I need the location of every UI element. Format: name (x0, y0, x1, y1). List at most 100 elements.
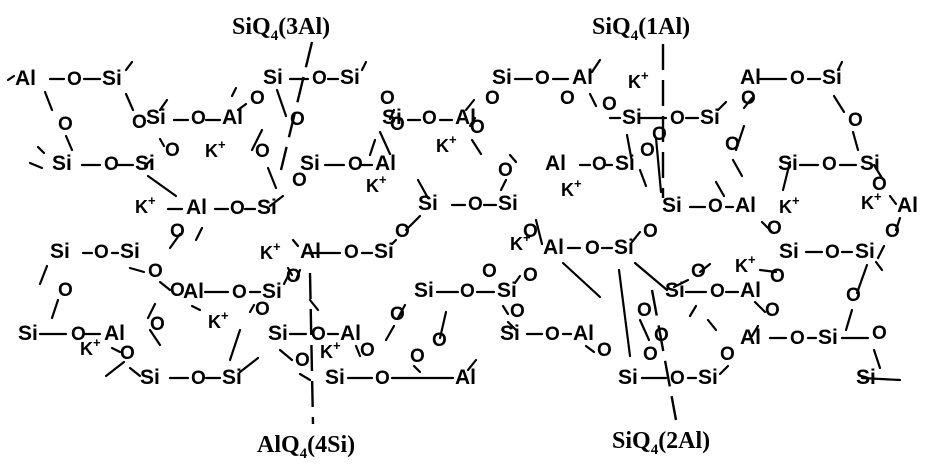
potassium-ion-label: K+ (260, 239, 281, 263)
bond-line (275, 88, 288, 118)
oxygen-atom-label: O (290, 109, 305, 130)
silicon-atom-label: Si (325, 366, 345, 389)
bond-line (360, 60, 368, 72)
silicon-atom-label: Si (618, 366, 638, 389)
bond-line (836, 60, 844, 72)
bond-line (291, 238, 300, 248)
bond-line (654, 136, 663, 194)
oxygen-atom-label: O (58, 280, 73, 301)
bond-line (128, 266, 146, 274)
oxygen-atom-label: O (710, 281, 725, 302)
bond-line (625, 133, 634, 164)
aluminium-atom-label: Al (15, 67, 36, 90)
bond-line (190, 304, 202, 312)
oxygen-atom-label: O (432, 330, 447, 351)
bond-line (506, 320, 518, 332)
silicon-atom-label: Si (500, 322, 520, 345)
oxygen-atom-label: O (468, 194, 483, 215)
callout-alq4-4si: AlQ4(4Si) (257, 432, 355, 462)
bond-line (638, 318, 651, 342)
oxygen-atom-label: O (725, 134, 740, 155)
oxygen-atom-label: O (191, 108, 206, 129)
oxygen-atom-label: O (170, 221, 185, 242)
silicon-atom-label: Si (856, 366, 876, 389)
oxygen-atom-label: O (640, 140, 655, 161)
bond-line (468, 116, 477, 128)
bond-line (143, 158, 153, 168)
bond-line (6, 74, 16, 82)
bond-line (561, 261, 602, 299)
bond-line (501, 304, 510, 316)
bond-line (368, 138, 377, 157)
oxygen-atom-label: O (312, 68, 327, 89)
bond-line (124, 92, 135, 112)
oxygen-atom-label: O (523, 265, 538, 286)
oxygen-atom-label: O (148, 261, 163, 282)
bond-line (750, 324, 760, 338)
bond-line (268, 194, 285, 208)
oxygen-atom-label: O (846, 285, 861, 306)
oxygen-atom-label: O (230, 198, 245, 219)
bond-line (128, 366, 142, 378)
oxygen-atom-label: O (470, 117, 485, 138)
bond-line (278, 348, 294, 362)
oxygen-atom-label: O (510, 301, 525, 322)
bond-line (781, 160, 792, 192)
aluminium-atom-label: Al (455, 106, 476, 129)
oxygen-atom-label: O (523, 221, 538, 242)
oxygen-atom-label: O (765, 300, 780, 321)
potassium-ion-label: K+ (436, 132, 457, 156)
bond-line (466, 358, 478, 372)
oxygen-atom-label: O (104, 154, 119, 175)
silicon-atom-label: Si (222, 366, 242, 389)
oxygen-atom-label: O (390, 304, 405, 325)
potassium-ion-label: K+ (861, 189, 882, 213)
silicon-atom-label: Si (120, 240, 140, 263)
potassium-ion-label: K+ (735, 252, 756, 276)
bond-line (860, 376, 902, 382)
aluminium-atom-label: Al (897, 194, 918, 217)
aluminium-atom-label: Al (300, 240, 321, 263)
oxygen-atom-label: O (545, 324, 560, 345)
oxygen-atom-label: O (790, 68, 805, 89)
silicon-atom-label: Si (662, 194, 682, 217)
silicon-atom-label: Si (146, 106, 166, 129)
bond-line (38, 264, 49, 286)
silicon-atom-label: Si (18, 322, 38, 345)
oxygen-atom-label: O (311, 324, 326, 345)
bond-line (158, 137, 166, 148)
oxygen-atom-label: O (643, 344, 658, 365)
bond-line (238, 356, 260, 374)
bond-lines (6, 58, 902, 382)
bond-line (412, 364, 422, 374)
bond-line (158, 280, 172, 292)
potassium-ion-label: K+ (208, 308, 229, 332)
callout-leader-lines (279, 41, 678, 425)
bond-line (872, 348, 882, 370)
bond-line (894, 216, 902, 232)
oxygen-atom-label: O (292, 170, 307, 191)
callout-siq4-2al: SiQ4(2Al) (612, 428, 710, 458)
silicon-atom-label: Si (498, 192, 518, 215)
bond-line (698, 262, 712, 274)
silicon-atom-label: Si (374, 240, 394, 263)
oxygen-atom-label: O (410, 346, 425, 367)
bond-line (390, 238, 398, 246)
silicon-atom-label: Si (340, 66, 360, 89)
bond-line (706, 318, 718, 332)
bond-line (718, 364, 730, 376)
bond-line (28, 161, 44, 170)
silicon-atom-label: Si (779, 240, 799, 263)
potassium-ion-label: K+ (135, 193, 156, 217)
bond-line (832, 94, 846, 114)
potassium-ion-label: K+ (561, 176, 582, 200)
bond-line (146, 174, 178, 198)
bond-line (590, 58, 602, 74)
silicon-atom-label: Si (615, 152, 635, 175)
oxygen-atom-label: O (560, 88, 575, 109)
oxygen-atom-label: O (255, 141, 270, 162)
oxygen-atom-label: O (191, 368, 206, 389)
bond-line (266, 166, 278, 190)
oxygen-atom-label: O (250, 88, 265, 109)
